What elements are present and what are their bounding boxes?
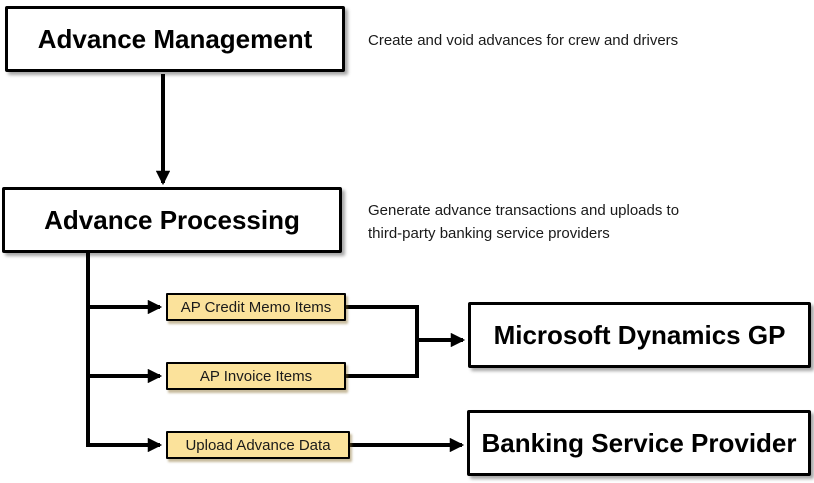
node-upload-advance-data: Upload Advance Data bbox=[166, 431, 350, 459]
advance-management-description: Create and void advances for crew and dr… bbox=[368, 32, 679, 49]
node-banking-service-provider: Banking Service Provider bbox=[467, 410, 811, 476]
node-upload-advance-data-label: Upload Advance Data bbox=[185, 436, 331, 454]
node-ap-credit-memo-items: AP Credit Memo Items bbox=[166, 293, 346, 321]
edge-processing-trunk-to-upload-arrow bbox=[86, 253, 163, 453]
advance-processing-description: Generate advance transactions and upload… bbox=[368, 202, 680, 242]
node-advance-management: Advance Management bbox=[5, 6, 345, 72]
node-microsoft-dynamics-gp: Microsoft Dynamics GP bbox=[468, 302, 811, 368]
node-banking-service-provider-label: Banking Service Provider bbox=[481, 427, 797, 458]
node-advance-processing-label: Advance Processing bbox=[44, 204, 300, 235]
node-ap-invoice-items-label: AP Invoice Items bbox=[199, 367, 313, 385]
node-advance-management-label: Advance Management bbox=[37, 23, 313, 54]
node-ap-credit-memo-items-label: AP Credit Memo Items bbox=[180, 298, 332, 316]
node-microsoft-dynamics-gp-label: Microsoft Dynamics GP bbox=[493, 319, 786, 350]
node-ap-invoice-items: AP Invoice Items bbox=[166, 362, 346, 390]
node-advance-processing: Advance Processing bbox=[2, 187, 342, 253]
edge-credit-memo-invoice-merge bbox=[344, 305, 419, 378]
